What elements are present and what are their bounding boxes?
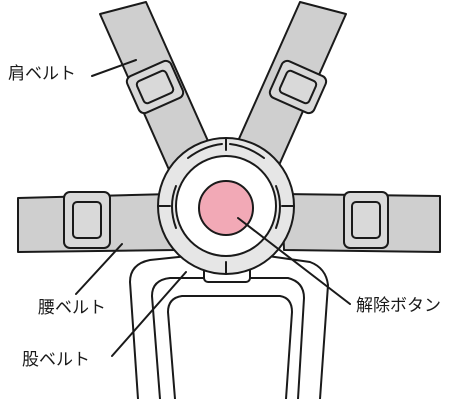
right-waist-strap: [281, 191, 441, 253]
crotch-belt-label: 股ベルト: [22, 350, 90, 370]
shoulder-belt-label: 肩ベルト: [8, 64, 76, 84]
waist-belt-label: 腰ベルト: [38, 298, 106, 318]
left-waist-strap: [17, 191, 177, 253]
release-button-label: 解除ボタン: [356, 296, 441, 316]
release-button[interactable]: [198, 180, 254, 236]
leader-lines: [75, 59, 351, 357]
